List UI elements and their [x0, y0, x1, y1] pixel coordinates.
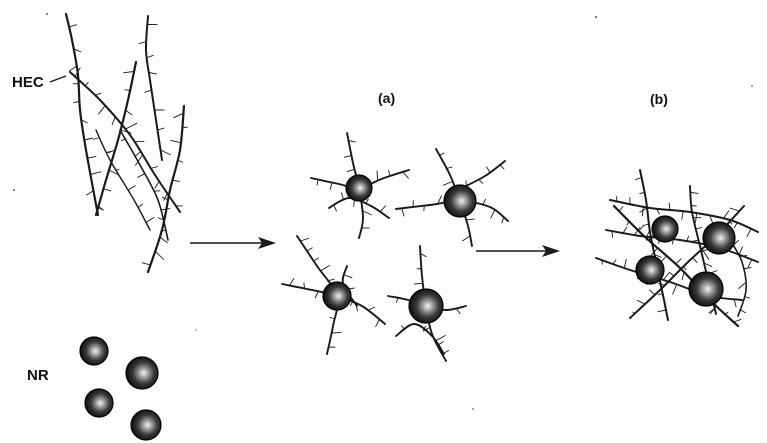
- hec-leader-line: [50, 76, 66, 82]
- hec-chains: [66, 14, 188, 272]
- arrow-1: [190, 237, 276, 249]
- polymer-chain: [396, 324, 444, 354]
- particle-chain-complex: [388, 246, 466, 361]
- arrow-2: [476, 245, 560, 257]
- rubber-particle: [126, 357, 158, 389]
- polymer-chain: [460, 161, 505, 189]
- rubber-particle: [80, 337, 108, 365]
- rubber-particle: [346, 175, 372, 201]
- polymer-chain: [66, 14, 103, 215]
- rubber-particle: [652, 216, 678, 242]
- polymer-chain: [610, 196, 758, 237]
- rubber-particle: [636, 256, 664, 284]
- stage-a-complexes: [282, 133, 508, 361]
- particle-chain-complex: [282, 236, 385, 354]
- rubber-particle: [703, 222, 735, 254]
- rubber-particle: [85, 389, 113, 417]
- nr-particles: [80, 337, 161, 440]
- particle-chain-complex: [396, 149, 508, 246]
- rubber-particle: [131, 410, 161, 440]
- rubber-particle: [689, 272, 723, 306]
- rubber-particle: [323, 282, 351, 310]
- rubber-particle: [409, 289, 443, 323]
- stage-b-network: [596, 170, 758, 326]
- polymer-chain: [139, 16, 171, 160]
- polymer-chain: [93, 130, 154, 230]
- rubber-particle: [444, 185, 476, 217]
- particle-chain-complex: [311, 133, 409, 238]
